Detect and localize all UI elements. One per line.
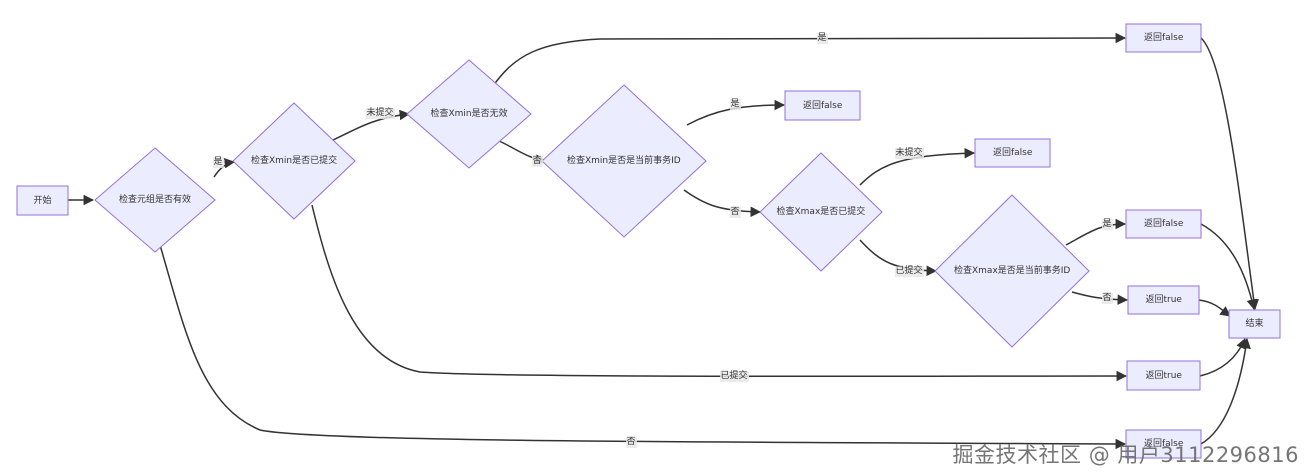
edge-ret_true_1-to-end (1198, 299, 1231, 317)
edge-label-check_xmin_current-to-ret_false_2: 是 (729, 98, 741, 110)
edge-label-check_xmin_current-to-check_xmax_committed: 否 (729, 206, 741, 218)
node-label-end: 结束 (1245, 319, 1264, 329)
node-label-check_xmin_committed: 检查Xmin是否已提交 (251, 156, 338, 166)
node-check_xmax_committed (759, 152, 883, 272)
node-label-start: 开始 (33, 195, 52, 206)
edge-check_tuple-to-ret_false_5 (159, 244, 1127, 450)
edge-ret_true_2-to-end (1199, 338, 1247, 377)
edge-check_xmax_current-to-ret_true_1 (1071, 291, 1129, 305)
node-check_xmax_current (934, 194, 1090, 348)
edge-label-check_tuple-to-check_xmin_committed: 是 (212, 156, 224, 168)
node-check_xmin_committed (232, 102, 356, 220)
edge-label-check_tuple-to-ret_false_5: 否 (625, 436, 637, 448)
node-ret_true_2 (1126, 360, 1201, 391)
node-label-ret_false_4: 返回false (1144, 219, 1184, 229)
node-label-ret_false_5: 返回false (1144, 439, 1184, 449)
node-label-check_xmax_committed: 检查Xmax是否已提交 (776, 207, 866, 217)
node-ret_false_4 (1125, 209, 1202, 239)
node-end (1228, 309, 1281, 339)
edge-ret_false_5-to-end (1200, 337, 1251, 445)
node-check_xmin_invalid (406, 59, 532, 169)
node-label-ret_false_1: 返回false (1144, 33, 1184, 43)
node-label-ret_false_2: 返回false (803, 100, 843, 111)
node-ret_false_3 (974, 138, 1051, 168)
edge-check_xmax_current-to-ret_false_4 (1065, 218, 1127, 246)
edge-check_xmin_current-to-check_xmax_committed (683, 189, 762, 218)
node-label-check_xmin_current: 检查Xmin是否是当前事务ID (567, 156, 681, 166)
edge-ret_false_1-to-end (1200, 37, 1259, 311)
node-ret_true_1 (1127, 285, 1200, 315)
edge-label-check_xmax_current-to-ret_false_4: 是 (1101, 218, 1113, 230)
edge-check_xmax_committed-to-check_xmax_current (859, 239, 938, 277)
node-ret_false_2 (784, 90, 861, 121)
edge-label-check_xmax_committed-to-ret_false_3: 未提交 (894, 147, 924, 159)
edge-check_xmax_committed-to-ret_false_3 (859, 148, 976, 186)
node-label-check_xmax_current: 检查Xmax是否是当前事务ID (954, 266, 1071, 276)
watermark: 掘金技术社区 @ 用户3112296816 (952, 443, 1299, 467)
edge-check_xmin_committed-to-check_xmin_invalid (332, 109, 411, 141)
edge-label-check_xmin_committed-to-ret_true_2: 已提交 (719, 370, 749, 382)
node-label-ret_false_3: 返回false (993, 148, 1033, 158)
node-label-ret_true_1: 返回true (1145, 295, 1182, 305)
node-check_tuple (94, 147, 216, 253)
edge-check_xmin_invalid-to-ret_false_1 (492, 32, 1127, 87)
edge-check_xmin_committed-to-ret_true_2 (311, 204, 1128, 382)
edge-label-check_xmax_committed-to-check_xmax_current: 已提交 (894, 265, 924, 277)
node-label-check_xmin_invalid: 检查Xmin是否无效 (430, 109, 508, 119)
edge-label-check_xmin_committed-to-check_xmin_invalid: 未提交 (365, 107, 395, 119)
edge-ret_false_4-to-end (1200, 223, 1257, 311)
node-label-ret_true_2: 返回true (1145, 370, 1182, 381)
node-start (16, 185, 69, 216)
node-ret_false_5 (1125, 429, 1202, 459)
node-label-check_tuple: 检查元组是否有效 (119, 195, 192, 205)
edge-label-check_xmin_invalid-to-check_xmin_current: 否 (531, 155, 543, 167)
node-check_xmin_current (541, 84, 707, 238)
edge-label-check_xmin_invalid-to-ret_false_1: 是 (816, 32, 828, 44)
edge-label-check_xmax_current-to-ret_true_1: 否 (1101, 292, 1113, 304)
node-ret_false_1 (1125, 23, 1202, 53)
